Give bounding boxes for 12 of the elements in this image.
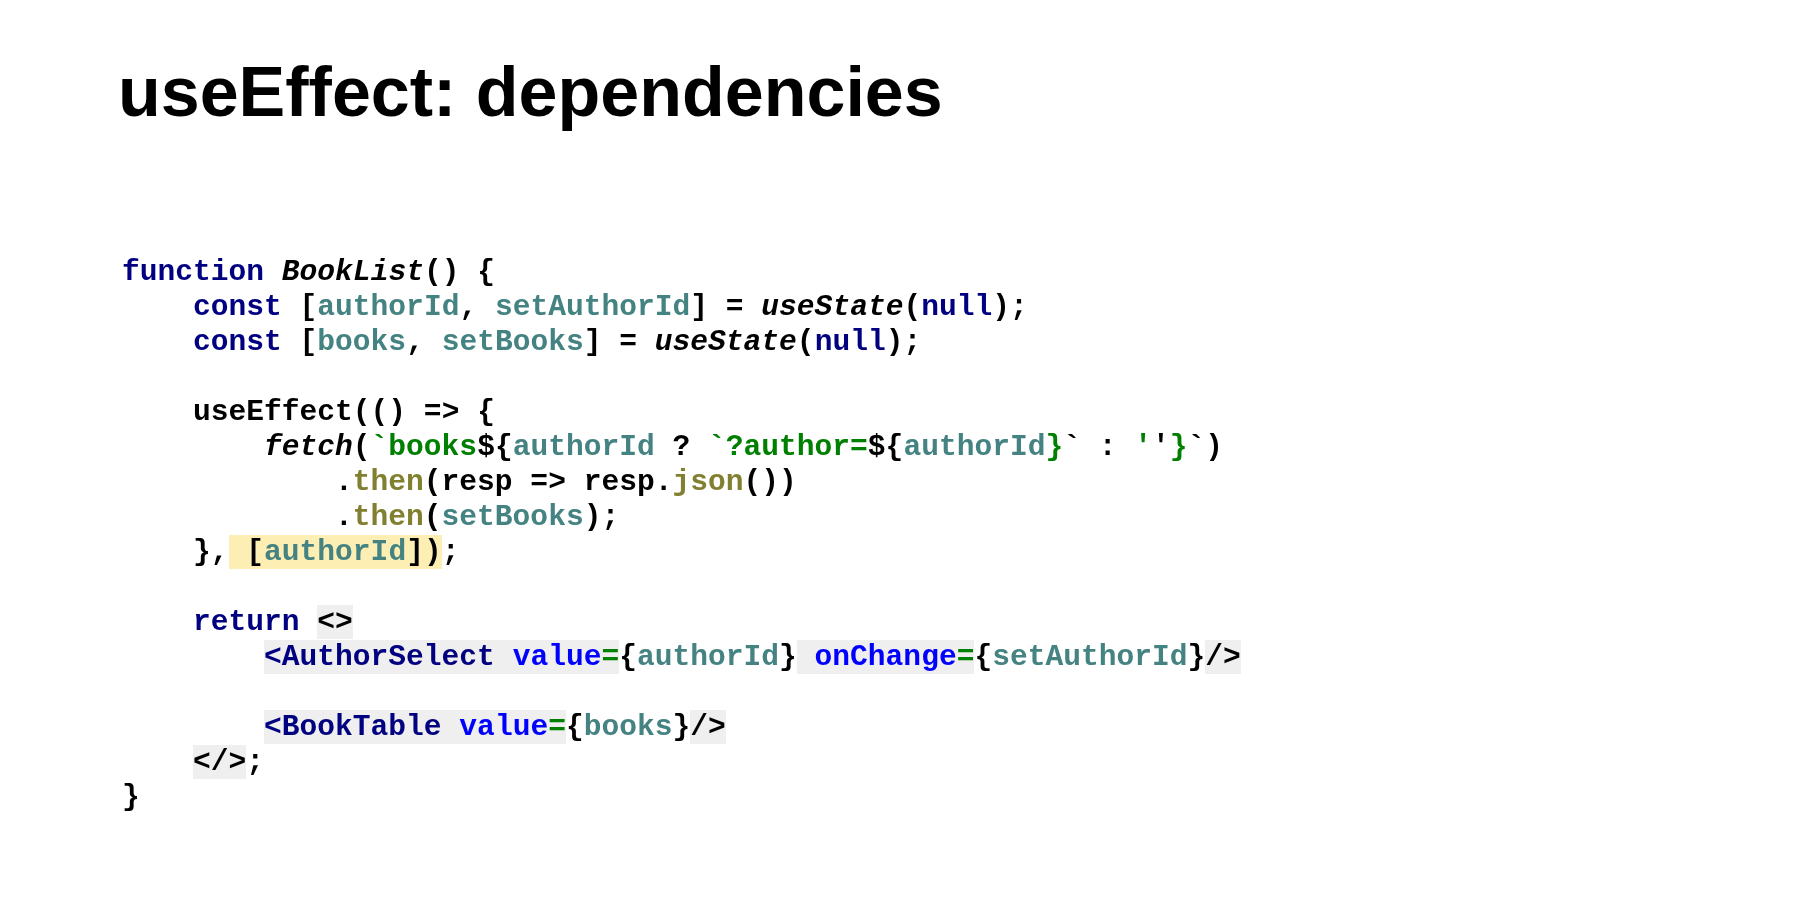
code-line: return <> xyxy=(193,605,353,640)
code-line: const [books, setBooks] = useState(null); xyxy=(193,325,922,360)
code-line: <BookTable value={books}/> xyxy=(264,710,726,745)
code-line: const [authorId, setAuthorId] = useState(null); xyxy=(193,290,1028,325)
code-line: } xyxy=(122,780,140,815)
code-line: useEffect(() => { xyxy=(193,395,495,430)
code-line: .then(setBooks); xyxy=(335,500,620,535)
slide-title: useEffect: dependencies xyxy=(118,52,943,132)
code-line: fetch(`books${authorId ? `?author=${authorId}` : ''}`) xyxy=(264,430,1224,465)
code-line: <AuthorSelect value={authorId} onChange={setAuthorId}/> xyxy=(264,640,1241,675)
code-line: .then(resp => resp.json()) xyxy=(335,465,797,500)
code-line: function BookList() { xyxy=(122,255,495,290)
